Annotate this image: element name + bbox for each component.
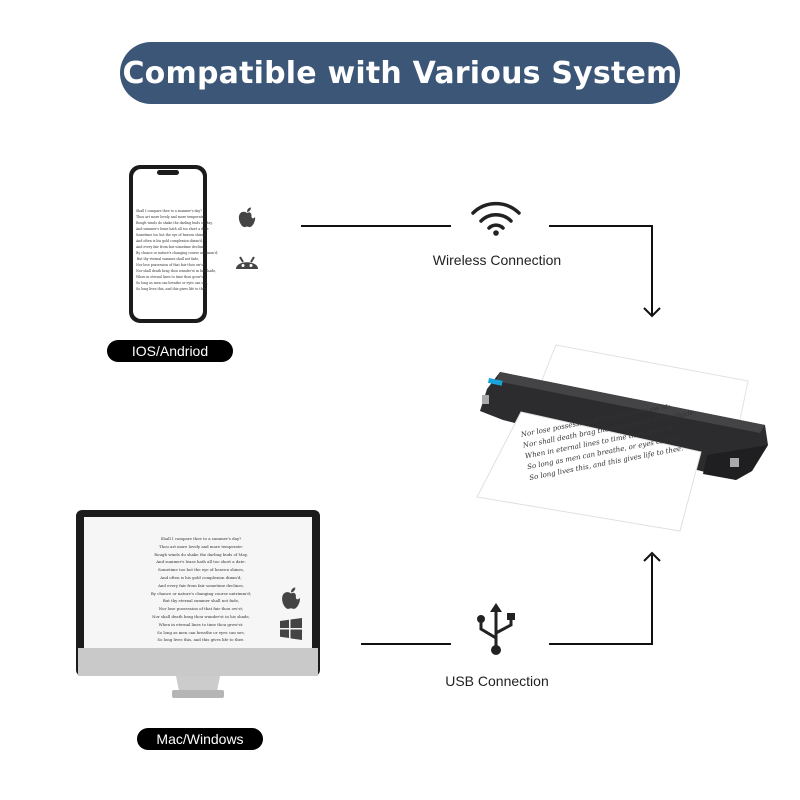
wifi-icon <box>471 201 521 236</box>
computer-text-line: Nor lose possession of that fair thou ow… <box>158 606 244 612</box>
wireless-line-down <box>651 225 653 315</box>
computer-text-line: Thou art more lovely and more temperate: <box>158 543 244 549</box>
phone-text-line: Rough winds do shake the darling buds of… <box>136 221 213 225</box>
phone-text-line: But thy eternal summer shall not fade, <box>136 257 200 261</box>
phone-text-line: So long as men can breathe or eyes can s… <box>136 281 208 285</box>
arrow-up-icon <box>643 551 661 562</box>
phone-screen-text: Shall I compare thee to a summer's day? T… <box>136 208 219 292</box>
phone-text-line: So long lives this, and this gives life … <box>136 287 208 291</box>
computer-text-line: When in eternal lines to time thou grow'… <box>158 621 244 627</box>
phone-text-line: And often is his gold complexion dimm'd; <box>136 239 203 243</box>
computer-text-line: Nor shall death brag thou wander'st in h… <box>152 613 250 619</box>
page-title: Compatible with Various System <box>120 42 680 104</box>
phone-text-line: Nor lose possession of that fair thou ow… <box>136 263 206 267</box>
phone-text-line: And every fair from fair sometime declin… <box>136 245 207 249</box>
computer-text-line: And summer's lease hath all too short a … <box>156 559 246 565</box>
apple-icon <box>282 587 300 609</box>
android-icon <box>236 256 258 269</box>
usb-line-up <box>651 555 653 645</box>
computer-text-line: Sometime too hot the eye of heaven shine… <box>158 567 244 573</box>
imac-computer <box>76 510 320 698</box>
phone-text-line: Nor shall death brag thou wander'st in h… <box>136 269 217 273</box>
apple-icon <box>238 207 256 228</box>
windows-icon <box>280 618 302 640</box>
computer-text-line: So long as men can breathe or eyes can s… <box>157 629 245 635</box>
wireless-line-right <box>549 225 653 227</box>
phone-text-line: When in eternal lines to time thou grow'… <box>136 275 206 279</box>
computer-text-line: And every fair from fair sometime declin… <box>158 582 244 588</box>
computer-text-line: Shall I compare thee to a summer's day? <box>160 536 242 541</box>
arrow-down-icon <box>643 307 661 318</box>
phone-text-line: Thou art more lovely and more temperate: <box>136 215 205 219</box>
computer-screen-text: Shall I compare thee to a summer's day? T… <box>146 535 256 644</box>
phone-text-line: And summer's lease hath all too short a … <box>136 227 210 231</box>
computer-text-line: And often is his gold complexion dimm'd; <box>160 574 242 580</box>
phone-os-label: IOS/Andriod <box>107 340 233 362</box>
phone-text-line: By chance or nature's changing course un… <box>136 251 219 255</box>
phone-text-line: Shall I compare thee to a summer's day? <box>136 209 202 213</box>
phone-text-line: Sometime too hot the eye of heaven shine… <box>136 233 207 237</box>
usb-line-right <box>549 643 653 645</box>
usb-connection-label: USB Connection <box>445 673 549 689</box>
usb-icon <box>477 603 515 655</box>
computer-os-label: Mac/Windows <box>137 728 263 750</box>
computer-text-line: So long lives this, and this gives life … <box>157 637 245 643</box>
computer-text-line: Rough winds do shake the darling buds of… <box>154 551 248 557</box>
computer-text-line: By chance or nature's changing course un… <box>150 590 252 596</box>
smartphone <box>129 165 207 323</box>
usb-line-left <box>361 643 451 645</box>
wireless-connection-label: Wireless Connection <box>432 252 562 268</box>
computer-text-line: But thy eternal summer shall not fade, <box>162 598 240 604</box>
wireless-line-left <box>301 225 451 227</box>
